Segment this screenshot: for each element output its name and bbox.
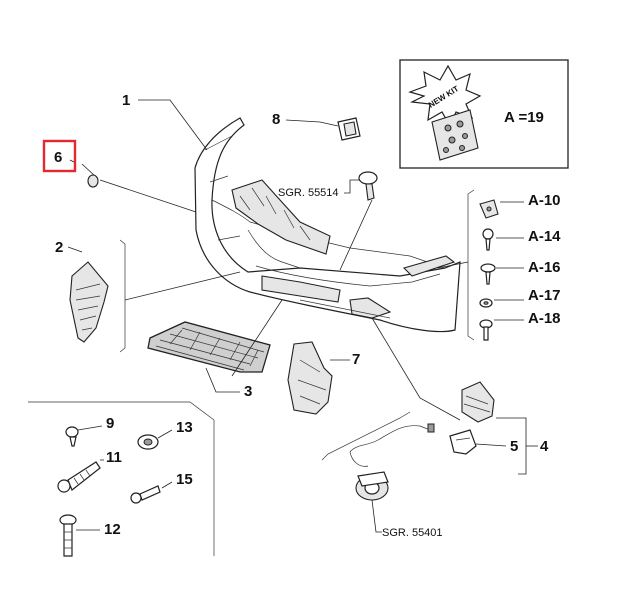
wiring-harness-icon[interactable] [349, 423, 435, 467]
callout-8[interactable]: 8 [272, 111, 280, 128]
lower-trim-part-7[interactable] [287, 341, 333, 415]
callout-6[interactable]: 6 [54, 149, 62, 166]
rivet-part-a16[interactable] [480, 263, 496, 285]
fog-lamp-bulb-icon[interactable] [355, 471, 389, 501]
callout-1[interactable]: 1 [122, 92, 130, 109]
kit-parts-bag-icon [431, 109, 479, 161]
sgr-reference-55514[interactable]: SGR. 55514 [278, 187, 339, 199]
parking-sensor-icon[interactable] [358, 171, 378, 201]
callout-a14[interactable]: A-14 [528, 228, 561, 245]
callout-9[interactable]: 9 [106, 415, 114, 432]
kit-quantity-label: A =19 [504, 109, 544, 126]
callout-15[interactable]: 15 [176, 471, 193, 488]
plug-cap-part-6[interactable] [87, 174, 99, 188]
bolt-part-12[interactable] [59, 514, 77, 557]
highlight-box-callout-6 [42, 139, 77, 173]
fog-lamp-bracket-part-5[interactable] [449, 429, 477, 455]
callout-7[interactable]: 7 [352, 351, 360, 368]
grille-mesh-part-3[interactable] [147, 321, 271, 373]
callout-13[interactable]: 13 [176, 419, 193, 436]
callout-12[interactable]: 12 [104, 521, 121, 538]
clip-part-9[interactable] [65, 426, 79, 447]
screw-part-15[interactable] [130, 485, 161, 504]
washer-part-a17[interactable] [479, 298, 493, 308]
connector-part-8[interactable] [337, 117, 361, 141]
callout-a16[interactable]: A-16 [528, 259, 561, 276]
sgr-reference-55401[interactable]: SGR. 55401 [382, 527, 443, 539]
bolt-part-a18[interactable] [479, 319, 493, 341]
callout-2[interactable]: 2 [55, 239, 63, 256]
fog-lamp-cover-part-4[interactable] [461, 381, 495, 423]
screw-part-11[interactable] [57, 461, 101, 493]
screw-part-a14[interactable] [482, 228, 494, 251]
callout-11[interactable]: 11 [106, 449, 122, 466]
new-kit-starburst-icon [408, 64, 482, 128]
callout-5[interactable]: 5 [510, 438, 518, 455]
front-bumper-part-1[interactable] [194, 117, 461, 333]
nut-part-13[interactable] [137, 434, 159, 450]
callout-3[interactable]: 3 [244, 383, 252, 400]
side-bracket-part-2[interactable] [69, 261, 109, 343]
callout-4[interactable]: 4 [540, 438, 549, 455]
kit-box: NEW KIT A =19 [399, 59, 569, 169]
callout-a17[interactable]: A-17 [528, 287, 561, 304]
callout-a10[interactable]: A-10 [528, 192, 561, 209]
callout-a18[interactable]: A-18 [528, 310, 561, 327]
clip-part-a10[interactable] [479, 199, 499, 219]
